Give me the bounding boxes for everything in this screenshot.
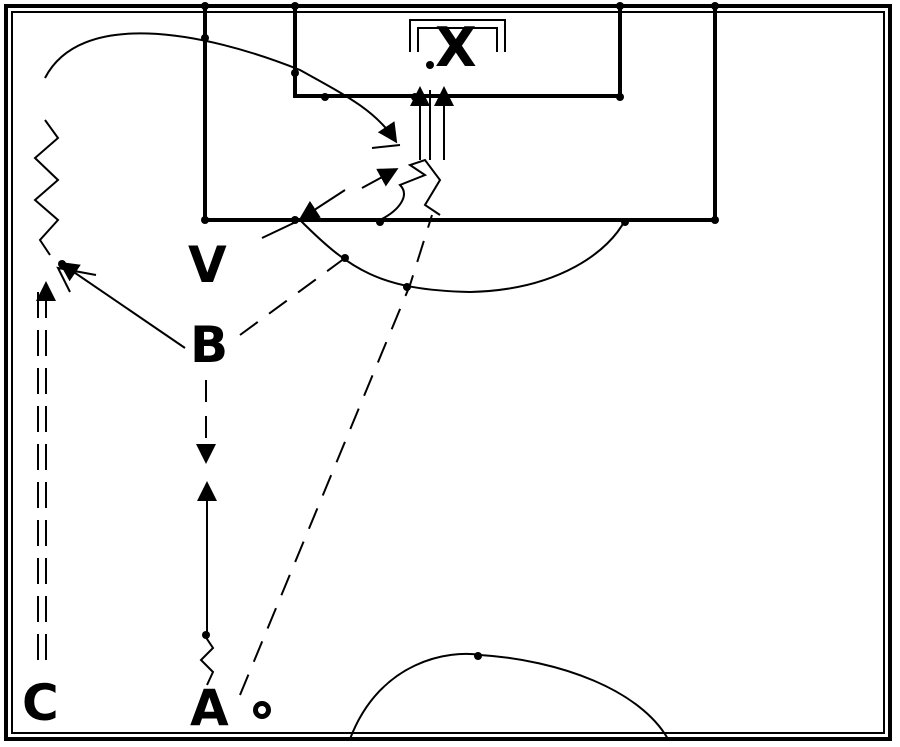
key-zigzag <box>379 158 442 221</box>
player-c-label: C <box>22 674 59 732</box>
court-dots <box>58 2 719 660</box>
wing-curve-pass <box>44 32 398 144</box>
player-v-label: V <box>188 236 227 294</box>
goal-area <box>293 4 622 98</box>
ball-icon <box>253 701 271 719</box>
goal-bracket-inner <box>417 27 498 52</box>
court-boundary <box>4 4 892 741</box>
key-small-arrow <box>361 168 399 189</box>
player-a-label: A <box>190 679 229 737</box>
court-inner-line <box>11 11 885 734</box>
player-x-label: X <box>435 16 477 79</box>
key-pass-arrow <box>371 144 401 149</box>
player-b-label: B <box>190 316 228 374</box>
b-to-wing-line <box>58 261 186 349</box>
a-small-zigzag <box>199 635 215 686</box>
key-arc <box>299 219 626 294</box>
b-diagonal-dash <box>239 257 346 336</box>
key-left-arrow <box>298 189 346 221</box>
center-circle-arc <box>349 652 669 740</box>
goal-bracket <box>409 19 506 52</box>
c-zigzag <box>33 119 60 256</box>
wing-arrow-tick <box>56 266 97 293</box>
